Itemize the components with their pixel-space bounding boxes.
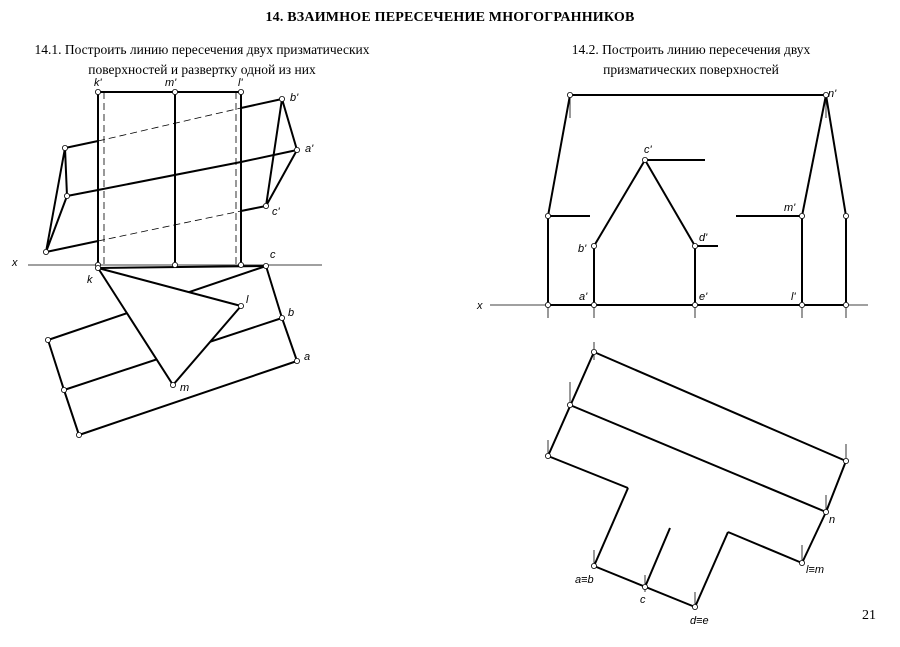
label-b-prime-2: b' bbox=[578, 243, 587, 255]
page-number: 21 bbox=[862, 608, 876, 623]
label-a: a bbox=[304, 351, 310, 363]
label-c-prime-1: c' bbox=[272, 206, 281, 218]
label-l-prime-2: l' bbox=[791, 291, 796, 303]
page-title: 14. ВЗАИМНОЕ ПЕРЕСЕЧЕНИЕ МНОГОГРАННИКОВ bbox=[265, 10, 635, 25]
label-x-2: x bbox=[476, 300, 483, 312]
label-c-prime-2: c' bbox=[644, 144, 653, 156]
label-l: l bbox=[246, 294, 249, 306]
drawing-14-2: n' c' m' b' d' a' e' l' x n a≡b l≡m c d≡… bbox=[476, 88, 868, 627]
label-k: k bbox=[87, 274, 93, 286]
task-14-1-line1: 14.1. Построить линию пересечения двух п… bbox=[34, 42, 370, 57]
label-n: n bbox=[829, 514, 835, 526]
task-14-2-line2: призматических поверхностей bbox=[603, 62, 779, 77]
label-a-prime-1: a' bbox=[305, 143, 314, 155]
label-d-prime: d' bbox=[699, 232, 708, 244]
label-e-prime: e' bbox=[699, 291, 708, 303]
label-a-eq-b: a≡b bbox=[575, 574, 594, 586]
inclined-prism-front bbox=[45, 92, 298, 265]
label-c-1: c bbox=[270, 249, 276, 261]
label-a-prime-2: a' bbox=[579, 291, 588, 303]
triangular-prism-top bbox=[97, 265, 267, 386]
label-b: b bbox=[288, 307, 294, 319]
task-14-1-text: 14.1. Построить линию пересечения двух п… bbox=[22, 40, 382, 80]
label-m-prime-2: m' bbox=[784, 202, 796, 214]
label-m: m bbox=[180, 382, 189, 394]
task-14-1-line2: поверхностей и развертку одной из них bbox=[88, 62, 316, 77]
points-14-2 bbox=[545, 92, 850, 611]
label-l-eq-m: l≡m bbox=[806, 564, 824, 576]
vertical-prism-front bbox=[97, 91, 242, 265]
points-14-1 bbox=[43, 89, 300, 438]
label-x-1: x bbox=[11, 257, 18, 269]
label-b-prime-1: b' bbox=[290, 92, 299, 104]
label-c-2: c bbox=[640, 594, 646, 606]
large-prism-front bbox=[547, 94, 847, 306]
label-k-prime: k' bbox=[94, 77, 103, 89]
drawing-14-1: k' m' l' b' a' c' x k c l b a m bbox=[11, 77, 322, 438]
label-n-prime: n' bbox=[828, 88, 837, 100]
task-14-2-text: 14.2. Построить линию пересечения двух п… bbox=[556, 40, 826, 80]
label-l-prime-1: l' bbox=[238, 77, 243, 89]
task-14-2-line1: 14.2. Построить линию пересечения двух bbox=[571, 42, 811, 57]
label-d-eq-e: d≡e bbox=[690, 615, 709, 627]
label-m-prime-1: m' bbox=[165, 77, 177, 89]
